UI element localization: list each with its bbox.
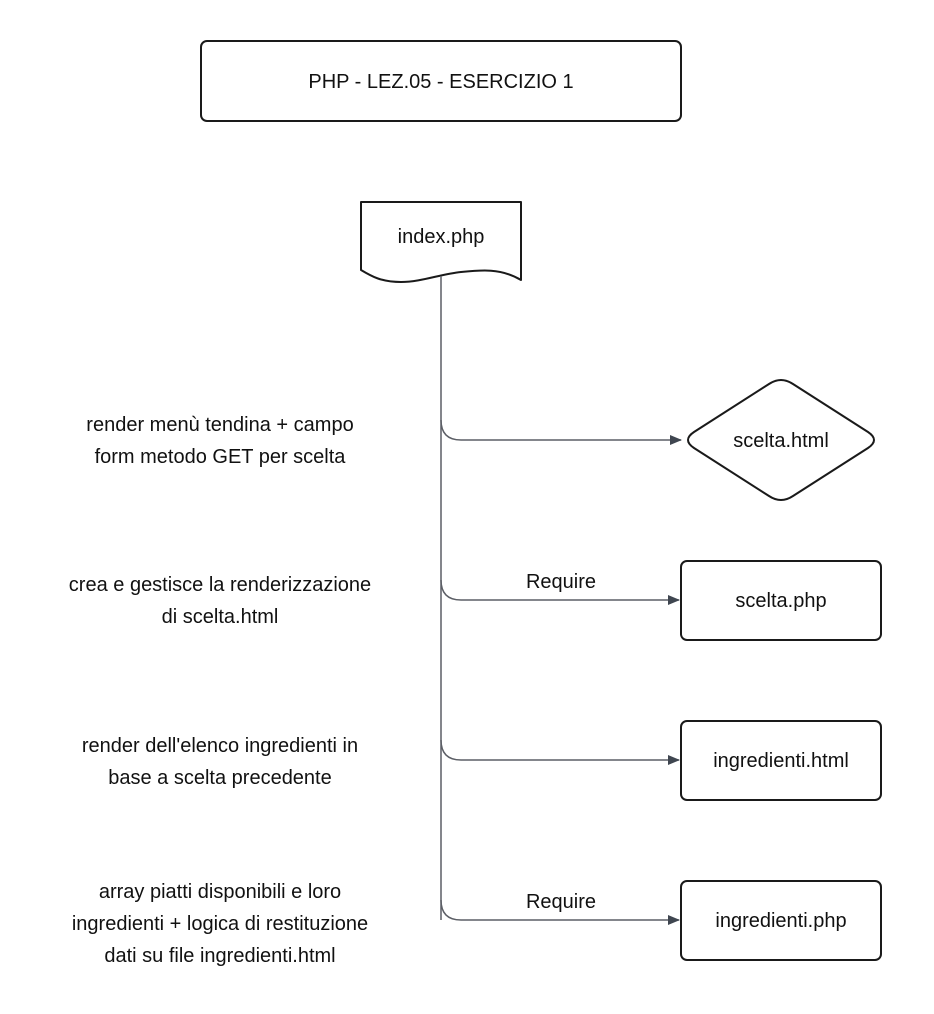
node-scelta-php: scelta.php	[680, 560, 882, 641]
note-ingredienti-html: render dell'elenco ingredienti in base a…	[81, 735, 359, 789]
node-scelta-html: scelta.html	[687, 379, 875, 501]
title-box: PHP - LEZ.05 - ESERCIZIO 1	[200, 40, 682, 122]
node-scelta-html-label: scelta.html	[733, 430, 829, 452]
edge-ingredienti-php	[440, 899, 680, 925]
node-ingredienti-html-label: ingredienti.html	[713, 750, 849, 772]
node-ingredienti-php-label: ingredienti.php	[715, 910, 846, 932]
note-ingredienti-php: array piatti disponibili e loro ingredie…	[71, 881, 369, 967]
edge-ingredienti-html	[440, 739, 680, 765]
node-ingredienti-html: ingredienti.html	[680, 720, 882, 801]
edge-label-require-scelta: Require	[526, 571, 596, 593]
edge-label-require-ingredienti: Require	[526, 891, 596, 913]
note-scelta-php: crea e gestisce la renderizzazione di sc…	[68, 574, 372, 628]
node-scelta-php-label: scelta.php	[735, 590, 826, 612]
node-index-php-label: index.php	[398, 226, 485, 248]
node-ingredienti-php: ingredienti.php	[680, 880, 882, 961]
edge-scelta-php	[440, 579, 680, 605]
diagram-title: PHP - LEZ.05 - ESERCIZIO 1	[308, 71, 573, 93]
edge-scelta-html	[440, 419, 682, 445]
node-index-php: index.php	[360, 201, 522, 283]
note-scelta-html: render menù tendina + campo form metodo …	[86, 414, 354, 468]
